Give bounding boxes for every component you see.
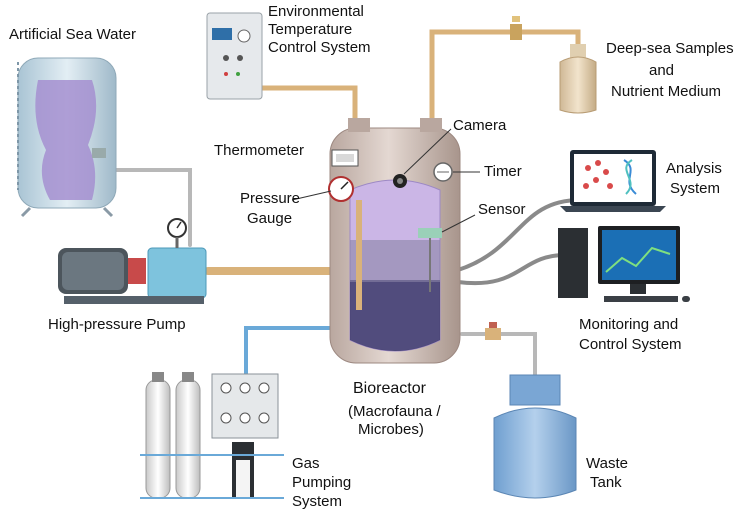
label-monitoring-line1: Monitoring and — [579, 316, 679, 333]
label-high-pressure-pump: High-pressure Pump — [48, 316, 186, 333]
label-env-temp-line3: Control System — [268, 39, 371, 56]
analysis-laptop — [560, 150, 666, 212]
label-waste-line2: Tank — [590, 474, 622, 491]
label-timer: Timer — [484, 163, 522, 180]
waste-valve-icon — [485, 322, 501, 340]
label-gas-line2: Pumping — [292, 474, 352, 491]
label-deep-sea-line2: and — [649, 62, 675, 79]
label-analysis-line2: System — [670, 180, 721, 197]
monitoring-computer — [558, 226, 690, 302]
bioreactor-vessel — [329, 118, 461, 364]
label-gas-line1: Gas — [292, 455, 320, 472]
label-camera: Camera — [453, 117, 507, 134]
label-waste-line1: Waste — [586, 455, 628, 472]
waste-tank — [493, 374, 577, 499]
top-pipe-valve-icon — [510, 16, 522, 40]
label-pressure-line2: Gauge — [247, 210, 293, 227]
high-pressure-pump — [58, 218, 207, 304]
environmental-control-box — [206, 12, 263, 100]
seawater-tank — [17, 57, 117, 218]
label-env-temp-line1: Environmental — [268, 3, 364, 20]
label-analysis-line1: Analysis — [666, 160, 722, 177]
label-thermometer: Thermometer — [214, 142, 305, 159]
leader-lines — [291, 128, 480, 233]
label-env-temp-line2: Temperature — [268, 21, 353, 38]
label-deep-sea-line3: Nutrient Medium — [611, 83, 722, 100]
camera-icon — [393, 174, 407, 188]
gas-pumping-system — [140, 372, 284, 499]
label-bioreactor: Bioreactor — [353, 380, 426, 397]
thermometer-display — [331, 149, 359, 167]
label-sensor: Sensor — [478, 201, 526, 218]
label-gas-line3: System — [292, 493, 343, 510]
pressure-gauge-icon — [328, 176, 354, 202]
label-bioreactor-sub-line1: (Macrofauna / — [348, 403, 441, 420]
label-monitoring-line2: Control System — [579, 336, 682, 353]
label-artificial-sea-water: Artificial Sea Water — [9, 26, 136, 43]
label-bioreactor-sub-line2: Microbes) — [358, 421, 424, 438]
label-deep-sea-line1: Deep-sea Samples — [606, 40, 734, 57]
deep-sea-sample-bottle — [559, 44, 597, 114]
label-pressure-line1: Pressure — [240, 190, 301, 207]
timer-icon — [433, 162, 453, 182]
